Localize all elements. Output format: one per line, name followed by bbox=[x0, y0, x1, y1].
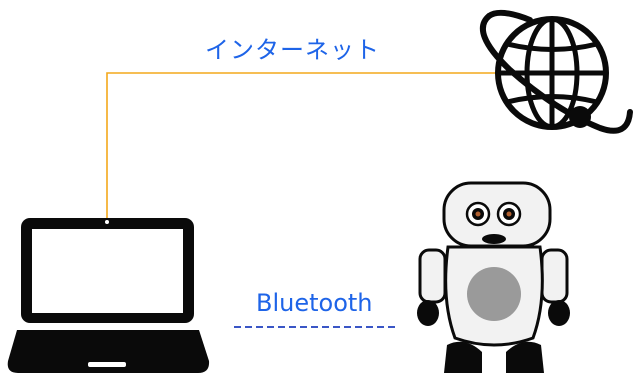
globe-icon bbox=[479, 9, 633, 134]
bluetooth-label: Bluetooth bbox=[256, 289, 373, 317]
laptop-icon bbox=[7, 218, 210, 373]
internet-label: インターネット bbox=[205, 36, 380, 64]
internet-connection-line bbox=[106, 72, 497, 218]
robot-icon bbox=[417, 181, 570, 373]
